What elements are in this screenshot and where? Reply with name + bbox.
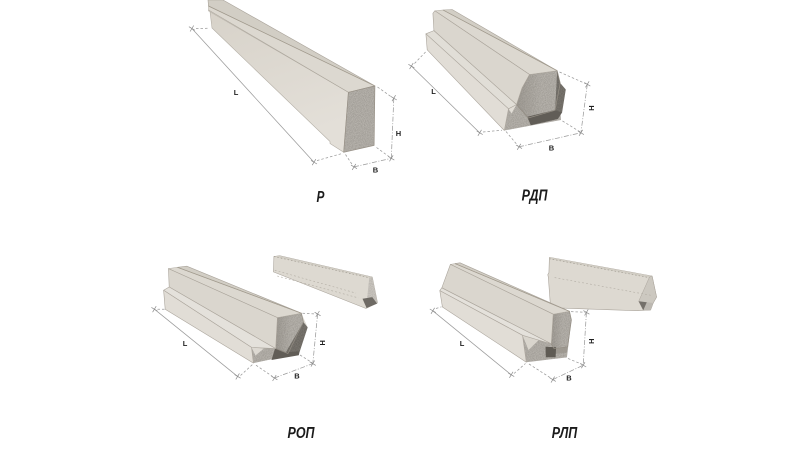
svg-text:РДП: РДП: [522, 187, 548, 205]
svg-text:B: B: [294, 372, 300, 381]
svg-text:Р: Р: [317, 187, 325, 205]
svg-text:L: L: [460, 339, 465, 348]
svg-text:H: H: [396, 129, 401, 138]
svg-text:L: L: [183, 339, 188, 348]
svg-text:B: B: [566, 374, 572, 383]
svg-text:L: L: [234, 88, 239, 97]
svg-text:H: H: [587, 338, 596, 343]
svg-text:B: B: [373, 166, 379, 175]
svg-text:L: L: [431, 87, 436, 96]
svg-text:РЛП: РЛП: [552, 425, 578, 443]
svg-text:H: H: [587, 105, 596, 110]
svg-text:РОП: РОП: [288, 425, 316, 443]
svg-text:B: B: [549, 144, 555, 153]
svg-text:H: H: [318, 340, 327, 345]
